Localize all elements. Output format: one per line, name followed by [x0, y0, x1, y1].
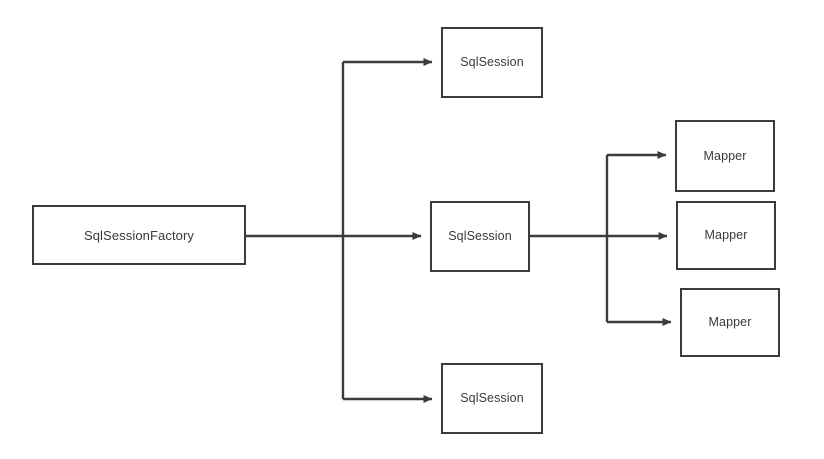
node-mapper-bottom[interactable]: Mapper: [680, 288, 780, 357]
node-sqlsession-middle-label: SqlSession: [448, 229, 512, 244]
node-sqlsessionfactory-label: SqlSessionFactory: [83, 227, 195, 243]
node-sqlsession-top[interactable]: SqlSession: [441, 27, 543, 98]
node-sqlsession-bottom[interactable]: SqlSession: [441, 363, 543, 434]
node-mapper-top-label: Mapper: [703, 148, 747, 163]
node-sqlsession-top-label: SqlSession: [460, 55, 524, 70]
node-mapper-middle-label: Mapper: [704, 228, 748, 243]
node-sqlsession-middle[interactable]: SqlSession: [430, 201, 530, 272]
node-sqlsession-bottom-label: SqlSession: [460, 391, 524, 406]
node-mapper-middle[interactable]: Mapper: [676, 201, 776, 270]
node-sqlsessionfactory[interactable]: SqlSessionFactory: [32, 205, 246, 265]
node-mapper-bottom-label: Mapper: [708, 315, 752, 330]
node-mapper-top[interactable]: Mapper: [675, 120, 775, 192]
